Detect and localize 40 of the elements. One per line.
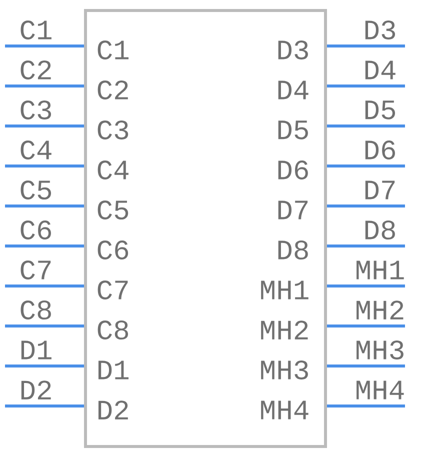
pin-number: C7 xyxy=(20,260,51,280)
pin-number: C3 xyxy=(20,100,52,120)
pin-number: D2 xyxy=(21,380,51,400)
pin-number: D7 xyxy=(365,180,395,200)
pin-name: C8 xyxy=(98,320,128,340)
pin-name: MH3 xyxy=(261,360,308,380)
pin-number: D4 xyxy=(365,60,396,80)
pin-name: D4 xyxy=(278,80,308,100)
pin-name: D8 xyxy=(278,240,308,260)
pin-number: D1 xyxy=(21,340,52,360)
pin-number: C1 xyxy=(20,20,52,40)
pin-name: D1 xyxy=(98,360,129,380)
pin-number: MH2 xyxy=(356,300,404,320)
pin-number: MH3 xyxy=(356,340,404,360)
pin-name: C1 xyxy=(98,40,129,60)
pin-name: C2 xyxy=(98,80,128,100)
pin-name: D5 xyxy=(278,120,308,140)
pin-name: D6 xyxy=(278,160,308,180)
pin-number: MH4 xyxy=(356,380,404,400)
pin-name: C4 xyxy=(98,160,128,180)
pin-name: MH4 xyxy=(261,400,308,420)
pin-name: MH1 xyxy=(261,280,308,300)
pin-number: C8 xyxy=(20,300,51,320)
pin-number: C5 xyxy=(20,180,52,200)
pin-name: D2 xyxy=(98,400,128,420)
pin-name: C6 xyxy=(98,240,128,260)
pin-name: D7 xyxy=(278,200,308,220)
pin-number: C6 xyxy=(20,220,51,240)
pin-name: D3 xyxy=(278,40,308,60)
pin-number: C4 xyxy=(20,140,52,160)
pin-name: MH2 xyxy=(261,320,308,340)
pin-name: C3 xyxy=(98,120,128,140)
pin-number: C2 xyxy=(20,60,51,80)
pin-number: D6 xyxy=(365,140,395,160)
pin-name: C5 xyxy=(98,200,128,220)
pin-number: D5 xyxy=(365,100,396,120)
pin-number: D8 xyxy=(365,220,395,240)
pin-name: C7 xyxy=(98,280,128,300)
pin-number: D3 xyxy=(365,20,396,40)
pin-number: MH1 xyxy=(356,260,404,280)
